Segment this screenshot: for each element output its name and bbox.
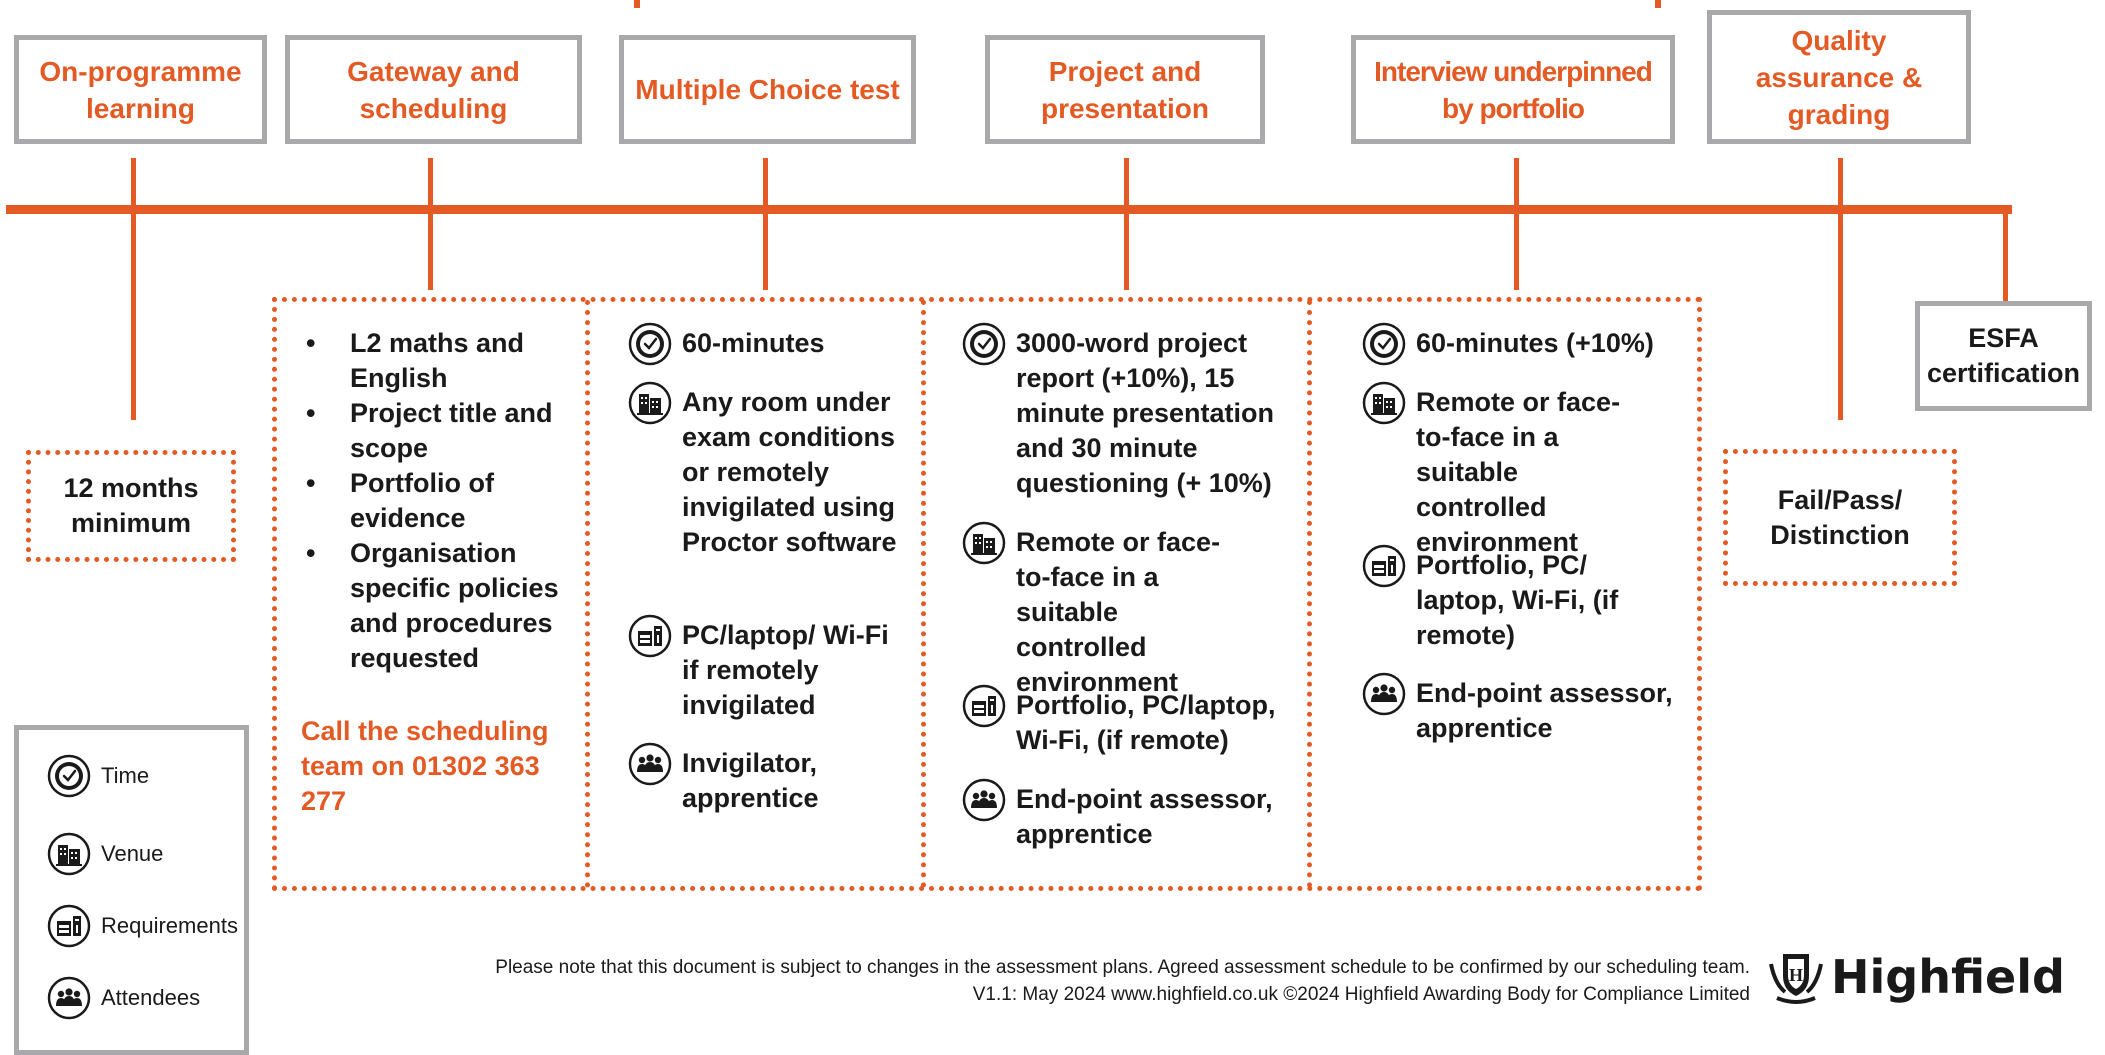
grading-result-box: Fail/Pass/ Distinction xyxy=(1723,449,1957,586)
timeline-end-drop xyxy=(2003,205,2008,305)
legend-label: Time xyxy=(101,763,150,788)
people-icon xyxy=(47,976,91,1020)
gateway-requirements-list: L2 maths and English Project title and s… xyxy=(300,326,575,676)
esfa-certification-box: ESFA certification xyxy=(1915,301,2092,411)
scheduling-contact: Call the scheduling team on 01302 363 27… xyxy=(301,716,549,816)
project-requirements-text: Portfolio, PC/laptop, Wi-Fi, (if remote) xyxy=(1016,690,1276,755)
legend-item-requirements: Requirements xyxy=(47,904,238,948)
clock-icon xyxy=(962,322,1006,366)
clock-icon xyxy=(1362,322,1406,366)
footer-disclaimer: Please note that this document is subjec… xyxy=(495,957,1750,978)
connector-gateway xyxy=(428,158,433,290)
stage-title: Quality assurance & grading xyxy=(1755,24,1923,130)
project-time-text: 3000-word project report (+10%), 15 minu… xyxy=(1016,328,1275,498)
esfa-label: ESFA certification xyxy=(1926,323,2081,388)
detail-panel-frame xyxy=(272,297,1702,891)
project-attendees: End-point assessor, apprentice xyxy=(962,782,1302,852)
people-icon xyxy=(628,742,672,786)
legend-label: Attendees xyxy=(101,985,201,1010)
interview-time: 60-minutes (+10%) xyxy=(1362,326,1692,366)
list-item: Portfolio of evidence xyxy=(300,466,575,536)
stage-title: Interview underpinned by portfolio xyxy=(1374,55,1653,124)
stage-header-gateway: Gateway and scheduling xyxy=(285,35,582,144)
clock-icon xyxy=(47,754,91,798)
connector-on-programme xyxy=(131,158,136,420)
footer-version: V1.1: May 2024 www.highfield.co.uk ©2024… xyxy=(972,984,1750,1005)
timeline-main-line xyxy=(6,205,2012,214)
project-time: 3000-word project report (+10%), 15 minu… xyxy=(962,326,1302,501)
mcq-attendees: Invigilator, apprentice xyxy=(628,746,918,816)
top-bracket-right xyxy=(1655,0,1661,8)
equipment-icon xyxy=(1362,544,1406,588)
mcq-requirements: PC/laptop/ Wi-Fi if remotely invigilated xyxy=(628,618,918,723)
interview-attendees-text: End-point assessor, apprentice xyxy=(1416,678,1673,743)
legend-label: Venue xyxy=(101,841,164,866)
interview-attendees: End-point assessor, apprentice xyxy=(1362,676,1692,746)
legend-item-time: Time xyxy=(47,754,149,798)
interview-time-text: 60-minutes (+10%) xyxy=(1416,328,1654,358)
stage-header-project: Project and presentation xyxy=(985,35,1265,144)
stage-header-qa: Quality assurance & grading xyxy=(1707,10,1971,144)
mcq-time: 60-minutes xyxy=(628,326,918,366)
stage-header-interview: Interview underpinned by portfolio xyxy=(1351,35,1675,144)
detail-divider-3 xyxy=(1307,300,1312,888)
project-venue-text: Remote or face-to-face in a suitable con… xyxy=(1016,527,1221,697)
list-item: Organisation specific policies and proce… xyxy=(300,536,575,676)
legend-item-venue: Venue xyxy=(47,832,163,876)
mcq-attendees-text: Invigilator, apprentice xyxy=(682,748,819,813)
project-venue: Remote or face-to-face in a suitable con… xyxy=(962,525,1302,700)
people-icon xyxy=(1362,672,1406,716)
highfield-logo: H Highfield xyxy=(1765,947,2065,1007)
on-programme-duration-box: 12 months minimum xyxy=(26,450,236,562)
mcq-time-text: 60-minutes xyxy=(682,328,825,358)
equipment-icon xyxy=(962,684,1006,728)
stage-header-mcq: Multiple Choice test xyxy=(619,35,916,144)
list-item: Project title and scope xyxy=(300,396,575,466)
legend-label: Requirements xyxy=(101,913,238,938)
interview-requirements-text: Portfolio, PC/ laptop, Wi-Fi, (if remote… xyxy=(1416,550,1619,650)
building-icon xyxy=(628,381,672,425)
brand-name: Highfield xyxy=(1831,950,2065,1004)
mcq-requirements-text: PC/laptop/ Wi-Fi if remotely invigilated xyxy=(682,620,889,720)
duration-text: 12 months minimum xyxy=(63,473,199,538)
legend-box: Time Venue Requirements Attendees xyxy=(14,725,249,1055)
connector-interview xyxy=(1514,158,1519,290)
project-attendees-text: End-point assessor, apprentice xyxy=(1016,784,1273,849)
connector-qa xyxy=(1838,158,1843,420)
mcq-venue: Any room under exam conditions or remote… xyxy=(628,385,918,560)
stage-header-on-programme: On-programme learning xyxy=(14,35,267,144)
top-bracket-left xyxy=(634,0,640,8)
building-icon xyxy=(1362,381,1406,425)
legend-item-attendees: Attendees xyxy=(47,976,200,1020)
equipment-icon xyxy=(47,904,91,948)
shield-emblem-icon: H xyxy=(1765,946,1827,1008)
stage-title: On-programme learning xyxy=(39,55,242,124)
interview-venue: Remote or face-to-face in a suitable con… xyxy=(1362,385,1692,560)
project-requirements: Portfolio, PC/laptop, Wi-Fi, (if remote) xyxy=(962,688,1302,758)
stage-title: Gateway and scheduling xyxy=(347,55,520,124)
mcq-venue-text: Any room under exam conditions or remote… xyxy=(682,387,897,557)
stage-title: Multiple Choice test xyxy=(635,74,900,105)
interview-requirements: Portfolio, PC/ laptop, Wi-Fi, (if remote… xyxy=(1362,548,1692,653)
building-icon xyxy=(47,832,91,876)
connector-mcq xyxy=(763,158,768,290)
clock-icon xyxy=(628,322,672,366)
svg-text:H: H xyxy=(1789,965,1803,985)
detail-divider-1 xyxy=(585,300,590,888)
interview-venue-text: Remote or face-to-face in a suitable con… xyxy=(1416,387,1621,557)
stage-title: Project and presentation xyxy=(1040,55,1210,124)
grading-text: Fail/Pass/ Distinction xyxy=(1770,484,1910,550)
connector-project xyxy=(1124,158,1129,290)
people-icon xyxy=(962,778,1006,822)
list-item: L2 maths and English xyxy=(300,326,575,396)
detail-divider-2 xyxy=(921,300,926,888)
building-icon xyxy=(962,521,1006,565)
equipment-icon xyxy=(628,614,672,658)
